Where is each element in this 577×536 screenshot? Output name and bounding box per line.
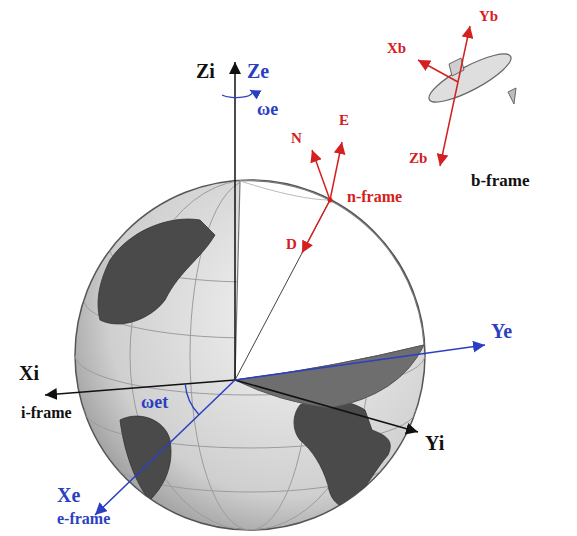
yi-axis — [235, 380, 418, 432]
axis-label: Zb — [408, 150, 428, 167]
xe-axis — [95, 380, 235, 515]
submarine — [424, 46, 516, 110]
z-axis — [234, 62, 236, 380]
globe-grid — [75, 180, 425, 530]
ye-axis — [235, 345, 485, 380]
submarine-hull — [424, 46, 516, 110]
frame-name: n-frame — [346, 188, 403, 206]
down-axis — [302, 200, 330, 253]
rotation-label: ωe — [256, 100, 279, 120]
yb-axis — [458, 26, 470, 82]
n-frame-origin — [328, 198, 333, 203]
axis-label: Xb — [386, 40, 407, 57]
axis-label: Yb — [478, 8, 499, 25]
continent — [120, 416, 171, 500]
axis-label: Xi — [18, 362, 40, 384]
axis-label: E — [338, 112, 350, 129]
axis-label: N — [290, 130, 303, 147]
axis-label: Ye — [490, 320, 513, 342]
axis-label: Zi — [195, 60, 216, 82]
continent — [98, 219, 215, 324]
xi-axis — [45, 380, 235, 395]
north-axis — [312, 150, 330, 200]
rotation-angle-arc — [185, 384, 199, 415]
cutaway-octant — [235, 181, 424, 380]
earth-rotation-arc — [222, 90, 252, 98]
radius-line — [235, 200, 330, 380]
frame-name: b-frame — [470, 172, 531, 191]
xb-axis — [418, 60, 458, 82]
rotation-label: ωet — [140, 393, 169, 413]
east-axis — [330, 142, 342, 200]
frame-name: i-frame — [20, 404, 73, 422]
axis-label: D — [285, 236, 298, 253]
axis-label: Xe — [56, 484, 81, 506]
axis-label: Yi — [424, 432, 445, 454]
meridian-line — [240, 181, 330, 200]
axis-label: Ze — [246, 60, 270, 82]
zb-axis — [440, 82, 458, 166]
frame-name: e-frame — [56, 510, 111, 528]
africa-continent — [294, 400, 390, 507]
globe-sphere — [75, 180, 425, 530]
submarine-propeller — [508, 88, 516, 104]
